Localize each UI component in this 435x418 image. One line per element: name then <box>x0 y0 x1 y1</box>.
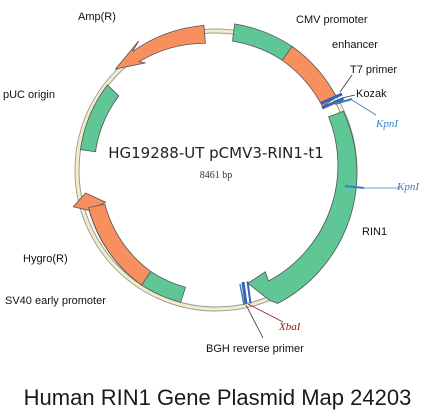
label-sv40-early-promoter: SV40 early promoter <box>5 295 106 307</box>
site-tick-kpni-1 <box>334 98 353 105</box>
plasmid-map: HG19288-UT pCMV3-RIN1-t1 8461 bp Amp(R) … <box>3 11 420 355</box>
feature-arc-amp-r <box>114 24 206 70</box>
label-cmv-promoter: CMV promoter <box>296 14 368 26</box>
site-tick-xbai <box>239 283 245 306</box>
leader-line-bgh <box>245 304 264 339</box>
label-t7-primer: T7 primer <box>350 64 397 76</box>
label-kpni-1: KpnI <box>375 118 399 130</box>
feature-arc-hygro-r-body <box>88 203 152 286</box>
primer-mark-bgh <box>241 281 248 305</box>
label-hygro-r: Hygro(R) <box>23 253 68 265</box>
label-xbai: XbaI <box>278 321 302 333</box>
feature-arc-enhancer <box>281 45 338 107</box>
caption: Human RIN1 Gene Plasmid Map 24203 <box>23 385 412 410</box>
primer-mark-kozak <box>321 97 345 110</box>
label-kozak: Kozak <box>356 88 387 100</box>
label-rin1: RIN1 <box>362 226 387 238</box>
feature-arc-rin1 <box>247 110 358 304</box>
feature-arc-cmv-promoter <box>232 23 293 61</box>
leader-line-t7 <box>339 74 353 93</box>
primer-mark-bgh-2 <box>246 281 252 304</box>
leader-line-kpni-1 <box>351 99 377 116</box>
leader-line-xbai <box>247 303 284 323</box>
feature-arc-puc-origin <box>80 84 120 153</box>
primer-mark-t7 <box>319 92 343 105</box>
site-tick-kpni-2 <box>344 185 365 189</box>
label-puc-origin: pUC origin <box>3 89 55 101</box>
label-amp-r: Amp(R) <box>78 11 116 23</box>
leader-line-kozak <box>341 94 356 99</box>
plasmid-length: 8461 bp <box>200 170 233 181</box>
label-kpni-2: KpnI <box>396 181 420 193</box>
label-bgh-reverse-primer: BGH reverse primer <box>206 343 304 355</box>
plasmid-name: HG19288-UT pCMV3-RIN1-t1 <box>108 144 324 162</box>
label-enhancer: enhancer <box>332 39 378 51</box>
